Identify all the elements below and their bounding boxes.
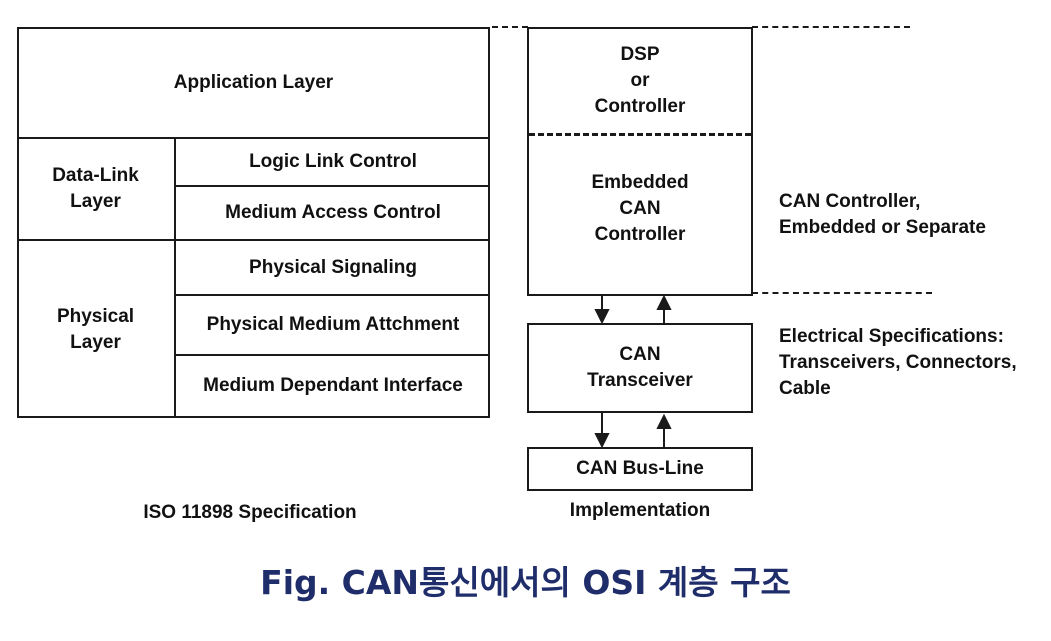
application-layer-label: Application Layer	[173, 72, 334, 93]
logic-link-control-label: Logic Link Control	[249, 151, 417, 172]
dashed-guide-bottom	[752, 292, 932, 294]
embedded-can-controller-label: Embedded CAN Controller	[591, 172, 689, 245]
can-controller-note: CAN Controller, Embedded or Separate	[779, 191, 986, 238]
iso-stack-frame	[17, 27, 490, 418]
up-arrow-head	[656, 413, 672, 429]
divider	[174, 354, 490, 356]
iso-spec-caption: ISO 11898 Specification	[143, 502, 357, 523]
divider	[174, 137, 176, 418]
medium-dependant-interface-label: Medium Dependant Interface	[203, 375, 463, 396]
divider	[174, 294, 490, 296]
implementation-caption: Implementation	[569, 500, 711, 521]
down-arrow-head	[594, 309, 610, 325]
divider	[174, 185, 490, 187]
dashed-guide-top	[492, 26, 528, 28]
physical-signaling-label: Physical Signaling	[249, 256, 417, 278]
can-transceiver-box	[527, 323, 753, 413]
figure-caption: Fig. CAN통신에서의 OSI 계층 구조	[260, 563, 791, 602]
controller-box	[527, 27, 753, 296]
controller-dashed-divider	[529, 133, 751, 136]
down-arrow-head	[594, 433, 610, 449]
physical-medium-attachment-label: Physical Medium Attchment	[206, 314, 460, 335]
can-bus-line-label: CAN Bus-Line	[576, 458, 704, 479]
can-transceiver-label: CAN Transceiver	[587, 344, 693, 391]
medium-access-control-label: Medium Access Control	[225, 202, 441, 223]
divider	[17, 239, 490, 241]
electrical-spec-note: Electrical Specifications: Transceivers,…	[779, 326, 1017, 399]
physical-layer-label: Physical Layer	[56, 305, 135, 353]
can-bus-line-box	[527, 447, 753, 491]
dsp-controller-label: DSP or Controller	[594, 44, 686, 117]
up-arrow-head	[656, 294, 672, 310]
data-link-layer-label: Data-Link Layer	[52, 165, 139, 212]
dashed-guide-top	[752, 26, 910, 28]
divider	[17, 137, 490, 139]
